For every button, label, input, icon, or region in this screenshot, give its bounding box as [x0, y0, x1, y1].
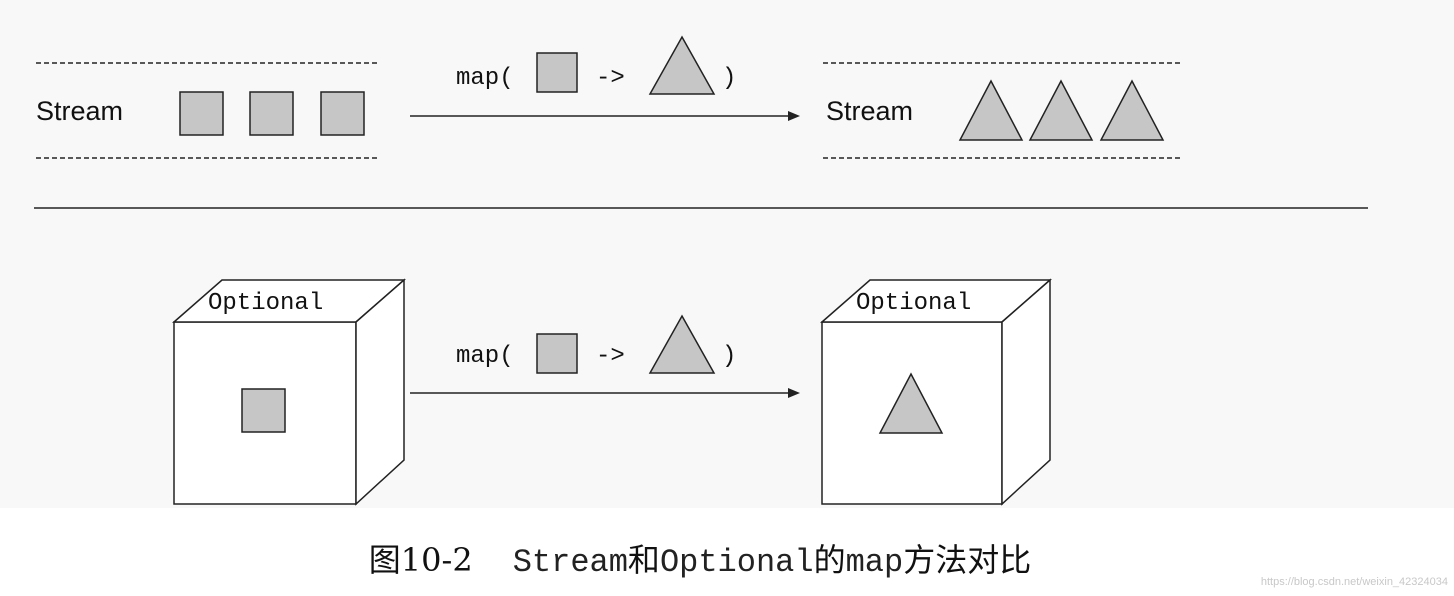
left-optional-label: Optional [208, 290, 323, 317]
left-stream-label: Stream [36, 96, 123, 126]
stream-square-2 [249, 91, 294, 136]
top-map-triangle-icon [648, 35, 716, 95]
stream-triangle-1 [958, 79, 1024, 141]
top-map-square-icon [536, 52, 578, 93]
top-stream-section: Stream map( -> ) Stream [36, 35, 1180, 159]
caption-optional: Optional [659, 544, 814, 581]
map-comparison-diagram: Stream map( -> ) Stream Optional map( [34, 35, 1368, 506]
stream-triangle-2 [1028, 79, 1094, 141]
top-map-prefix: map( [456, 65, 514, 92]
bottom-map-op: -> [596, 343, 625, 370]
left-optional-cube [172, 278, 406, 506]
caption-of: 的 [813, 541, 846, 579]
bottom-map-prefix: map( [456, 343, 514, 370]
right-optional-label: Optional [856, 290, 971, 317]
figure-caption: 图10-2 Stream和Optional的map方法对比 [0, 535, 1400, 581]
stream-square-1 [179, 91, 224, 136]
bottom-map-triangle-icon [648, 314, 716, 374]
optional-triangle [878, 372, 944, 434]
bottom-arrow-head [788, 388, 800, 398]
right-stream-label: Stream [826, 96, 913, 126]
stream-square-3 [320, 91, 365, 136]
top-map-suffix: ) [722, 65, 736, 92]
top-map-op: -> [596, 65, 625, 92]
caption-figure-number: 图10-2 [368, 541, 473, 579]
bottom-optional-section: Optional map( -> ) Optional [172, 278, 1052, 506]
caption-suffix: 方法对比 [903, 541, 1032, 579]
bottom-map-suffix: ) [722, 343, 736, 370]
bottom-map-square-icon [536, 333, 578, 374]
optional-square [241, 388, 286, 433]
stream-triangle-3 [1099, 79, 1165, 141]
watermark: https://blog.csdn.net/weixin_42324034 [1260, 576, 1448, 588]
top-arrow-head [788, 111, 800, 121]
caption-and: 和 [627, 541, 660, 579]
caption-map: map [845, 544, 904, 581]
caption-stream: Stream [512, 544, 628, 581]
